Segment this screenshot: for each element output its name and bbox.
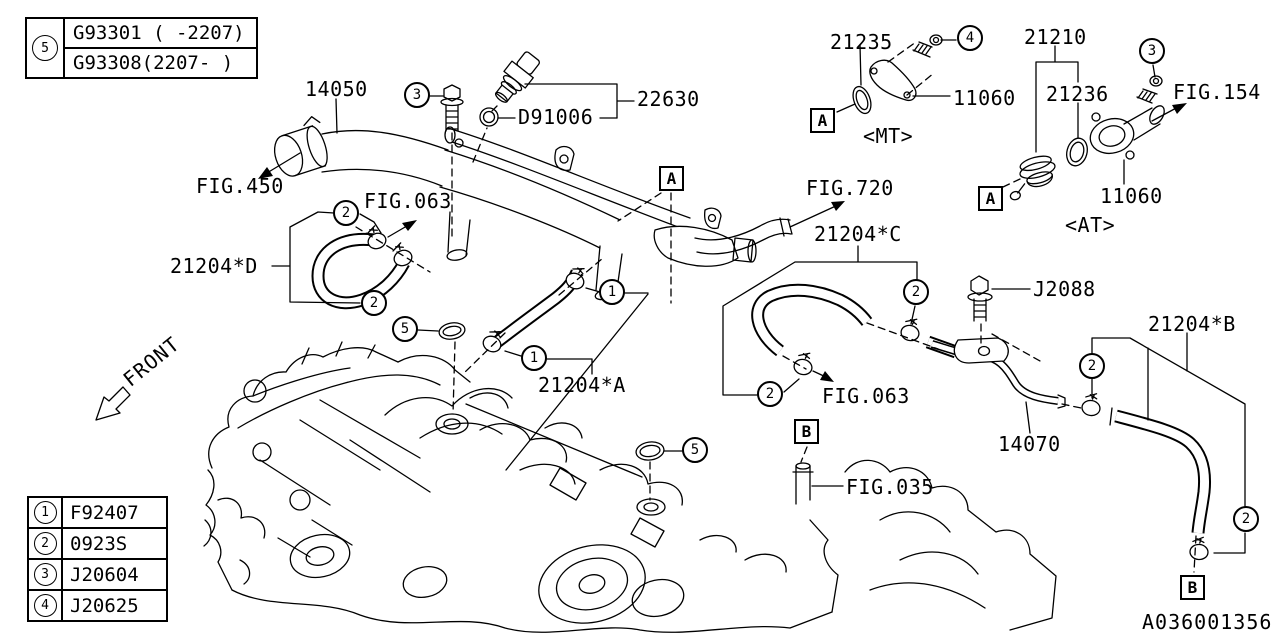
thermostat-21210-art — [1009, 155, 1056, 201]
screw-4-art — [912, 34, 943, 58]
label-fig720[interactable]: FIG.720 — [806, 176, 894, 200]
water-pipe-14050-art — [273, 116, 793, 301]
legend-row-g93308[interactable]: G93308(2207- ) — [65, 47, 256, 77]
view-letter-a: A — [659, 166, 684, 191]
fig035-stub-art — [792, 462, 814, 505]
callout-5: 5 — [32, 35, 58, 61]
legend-row-f92407[interactable]: 1 F92407 — [29, 498, 166, 527]
label-14050[interactable]: 14050 — [305, 77, 368, 101]
oring-21235-art — [852, 85, 872, 115]
view-letter-b: B — [1180, 575, 1205, 600]
pipe-14070-art — [930, 337, 1066, 409]
label-21235[interactable]: 21235 — [830, 30, 893, 54]
bolt-j2088-art — [967, 275, 993, 322]
label-21236[interactable]: 21236 — [1046, 82, 1109, 106]
legend-code[interactable]: J20625 — [70, 594, 139, 617]
label-21210[interactable]: 21210 — [1024, 25, 1087, 49]
view-letter-a: A — [810, 108, 835, 133]
dashed-lines — [355, 41, 1197, 573]
callout-2: 2 — [757, 381, 783, 407]
oring-d91006-art — [479, 107, 499, 127]
label-j2088[interactable]: J2088 — [1033, 277, 1096, 301]
legend-row-g93301[interactable]: G93301 ( -2207) — [73, 22, 245, 44]
label-14070[interactable]: 14070 — [998, 432, 1061, 456]
callout-1: 1 — [599, 279, 625, 305]
label-fig063-a[interactable]: FIG.063 — [364, 189, 452, 213]
label-21204d[interactable]: 21204*D — [170, 254, 258, 278]
legend-code[interactable]: F92407 — [70, 501, 139, 524]
hose-21204B-art — [1109, 407, 1212, 534]
callout-2: 2 — [33, 532, 57, 555]
legend-callout-5: 5 — [27, 19, 65, 77]
callout-5: 5 — [682, 437, 708, 463]
label-at: <AT> — [1065, 213, 1116, 237]
callout-3: 3 — [1139, 38, 1165, 64]
label-11060-mt[interactable]: 11060 — [953, 86, 1016, 110]
legend-g93301-table[interactable]: 5 G93301 ( -2207) G93308(2207- ) — [25, 17, 258, 79]
callout-1: 1 — [521, 345, 547, 371]
label-mt: <MT> — [863, 124, 914, 148]
legend-fasteners-table[interactable]: 1 F92407 2 0923S 3 J20604 4 J20625 — [27, 496, 168, 622]
callout-2: 2 — [903, 279, 929, 305]
bolt-art-3a — [440, 84, 464, 132]
callout-3: 3 — [404, 82, 430, 108]
label-fig035[interactable]: FIG.035 — [846, 475, 934, 499]
label-21204b[interactable]: 21204*B — [1148, 312, 1236, 336]
hose-21204A-art — [487, 269, 583, 352]
cover-11060-mt-art — [869, 59, 917, 102]
legend-row-0923s[interactable]: 2 0923S — [29, 527, 166, 558]
callout-2: 2 — [333, 200, 359, 226]
screw-3b-art — [1136, 75, 1163, 104]
callout-5: 5 — [392, 316, 418, 342]
view-letter-a: A — [978, 186, 1003, 211]
front-arrow — [95, 386, 131, 421]
callout-2: 2 — [1233, 506, 1259, 532]
hose-clamps-art — [362, 223, 1210, 561]
label-d91006[interactable]: D91006 — [518, 105, 594, 129]
oring-5a-art — [438, 322, 466, 340]
fig-arrowheads — [258, 103, 1187, 382]
hose-21204D-art — [311, 232, 410, 310]
engine-block-art — [203, 341, 1057, 633]
callout-2: 2 — [361, 290, 387, 316]
callout-4: 4 — [957, 25, 983, 51]
label-21204a[interactable]: 21204*A — [538, 373, 626, 397]
legend-row-j20604[interactable]: 3 J20604 — [29, 558, 166, 589]
label-fig154[interactable]: FIG.154 — [1173, 80, 1261, 104]
legend-code[interactable]: J20604 — [70, 563, 139, 586]
callout-4: 4 — [33, 594, 57, 617]
inlet-11060-at-art — [1089, 105, 1165, 160]
sensor-22630-art — [494, 51, 541, 103]
oring-21236-art — [1066, 137, 1088, 167]
crank-pulley-art — [538, 544, 646, 624]
legend-code[interactable]: 0923S — [70, 532, 128, 555]
oring-5b-art — [635, 441, 665, 461]
label-11060-at[interactable]: 11060 — [1100, 184, 1163, 208]
label-22630[interactable]: 22630 — [637, 87, 700, 111]
leader-lines — [261, 39, 1246, 554]
label-fig063-b[interactable]: FIG.063 — [822, 384, 910, 408]
callout-1: 1 — [33, 501, 57, 524]
view-letter-b: B — [794, 419, 819, 444]
diagram-code: A036001356 — [1142, 610, 1273, 634]
label-fig450[interactable]: FIG.450 — [196, 174, 284, 198]
callout-2: 2 — [1079, 353, 1105, 379]
label-21204c[interactable]: 21204*C — [814, 222, 902, 246]
legend-row-j20625[interactable]: 4 J20625 — [29, 589, 166, 620]
callout-3: 3 — [33, 563, 57, 586]
